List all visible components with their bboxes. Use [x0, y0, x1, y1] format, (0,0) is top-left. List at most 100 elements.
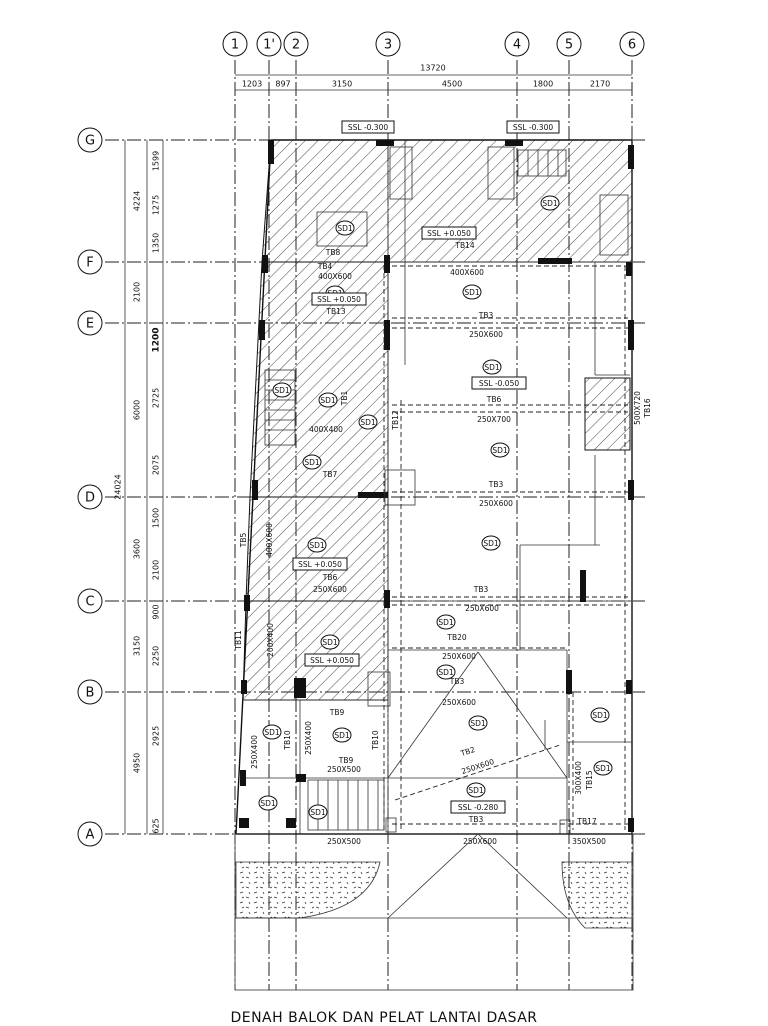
grid-row-label: A	[86, 828, 95, 843]
slab-tag: SD1	[272, 382, 292, 398]
svg-text:SD1: SD1	[310, 808, 326, 817]
slab-tag: SD1	[258, 795, 278, 811]
svg-text:SD1: SD1	[595, 764, 611, 773]
sub-spacing: 2725	[152, 388, 161, 408]
beam-name: TB20	[446, 633, 466, 642]
svg-text:SD1: SD1	[264, 728, 280, 737]
row-spacing: 4224	[133, 191, 142, 211]
slab-tag: SD1	[481, 535, 501, 551]
level-tag: SSL +0.050	[304, 653, 360, 667]
top-dimensions: 13720 1203 897 3150 4500 1800 2170	[235, 64, 632, 91]
grid-col-label: 1'	[263, 38, 275, 53]
grid-col-label: 2	[292, 38, 300, 53]
beam-size: 500X720	[633, 391, 642, 425]
slab-tag: SD1	[332, 727, 352, 743]
beam-names: TB14 TB8 TB4 TB13 TB3 TB6 TB3 TB3 TB20 T…	[234, 241, 652, 826]
slab-tag: SD1	[262, 724, 282, 740]
ground-fill	[235, 861, 633, 929]
slab-tag: SD1	[462, 284, 482, 300]
level-tag: SSL +0.050	[292, 557, 348, 571]
beam-name: TB9	[329, 708, 345, 717]
sub-spacing: 1500	[152, 508, 161, 528]
svg-text:SSL +0.050: SSL +0.050	[317, 295, 361, 304]
grid-col-label: 6	[628, 38, 636, 53]
sub-spacing: 2925	[152, 726, 161, 746]
svg-text:SD1: SD1	[464, 288, 480, 297]
level-tag: SSL +0.050	[311, 292, 367, 306]
beam-size: 400X600	[265, 523, 274, 557]
slab-tag: SD1	[307, 537, 327, 553]
beam-name: TB15	[585, 770, 594, 790]
sub-spacing: 1200	[152, 327, 162, 352]
svg-text:SD1: SD1	[304, 458, 320, 467]
sub-spacing: 2075	[152, 455, 161, 475]
svg-text:SD1: SD1	[438, 618, 454, 627]
svg-text:SD1: SD1	[274, 386, 290, 395]
svg-text:SSL -0.050: SSL -0.050	[479, 379, 519, 388]
svg-text:SD1: SD1	[438, 668, 454, 677]
beam-name: TB9	[338, 756, 354, 765]
svg-text:SD1: SD1	[334, 731, 350, 740]
svg-text:SD1: SD1	[484, 363, 500, 372]
svg-text:SD1: SD1	[360, 418, 376, 427]
sub-spacing: 1350	[152, 233, 161, 253]
beam-name: TB3	[468, 815, 484, 824]
drawing-title: DENAH BALOK DAN PELAT LANTAI DASAR	[230, 1010, 538, 1026]
beam-name: TB3	[488, 480, 504, 489]
slab-tag: SD1	[335, 220, 355, 236]
grid-col-label: 5	[565, 38, 573, 53]
beam-size: 250X400	[304, 721, 313, 755]
grid-row-label: E	[86, 317, 94, 332]
beam-size: 250X500	[327, 837, 361, 846]
sub-spacing: 900	[152, 604, 161, 619]
beam-name: TB1	[340, 391, 349, 407]
level-tags: SSL -0.300 SSL -0.300 SSL +0.050 SSL +0.…	[292, 120, 560, 814]
row-spacing: 6000	[133, 400, 142, 420]
column-spacing: 1800	[533, 80, 553, 89]
beam-size: 250X700	[477, 415, 511, 424]
level-tag: SSL -0.280	[450, 800, 506, 814]
grid-row-label: D	[85, 491, 95, 506]
sub-spacing: 1275	[152, 195, 161, 215]
svg-text:SSL +0.050: SSL +0.050	[310, 656, 354, 665]
grid-col-label: 4	[513, 38, 521, 53]
sub-spacing: 2250	[152, 646, 161, 666]
svg-text:SD1: SD1	[322, 638, 338, 647]
beam-name: TB3	[473, 585, 489, 594]
slab-tag: SD1	[320, 634, 340, 650]
svg-text:SD1: SD1	[320, 396, 336, 405]
beam-name: TB7	[322, 470, 338, 479]
row-spacing: 4950	[133, 753, 142, 773]
beam-size: 400X400	[309, 425, 343, 434]
beam-name: TB6	[486, 395, 502, 404]
svg-text:SSL -0.300: SSL -0.300	[513, 123, 553, 132]
slab-tag: SD1	[482, 359, 502, 375]
row-spacing: 3600	[133, 539, 142, 559]
slab-tag: SD1	[468, 715, 488, 731]
sub-spacing: 1599	[152, 151, 161, 171]
grid-row-label: B	[86, 686, 95, 701]
beam-size: 350X500	[572, 837, 606, 846]
beam-size: 250X400	[250, 735, 259, 769]
grid-col-label: 3	[384, 38, 392, 53]
slab-tag: SD1	[490, 442, 510, 458]
beam-name: TB6	[322, 573, 338, 582]
slab-tag: SD1	[302, 454, 322, 470]
beam-name: TB8	[325, 248, 341, 257]
grid-row-label: G	[85, 134, 95, 149]
slab-tag: SD1	[358, 414, 378, 430]
level-tag: SSL +0.050	[421, 226, 477, 240]
row-spacing: 3150	[133, 636, 142, 656]
beam-size: 400X600	[318, 272, 352, 281]
beam-size: 250X600	[469, 330, 503, 339]
slab-tag: SD1	[436, 614, 456, 630]
level-tag: SSL -0.050	[471, 376, 527, 390]
hatched-slabs	[242, 139, 633, 701]
slab-labels: SD1 SD1 SD1 SD1 SD1 SD1 SD1 SD1 SD1 SD1 …	[258, 195, 613, 820]
slab-tag: SD1	[318, 392, 338, 408]
beam-name: TB11	[234, 630, 243, 650]
slab-tag: SD1	[466, 782, 486, 798]
level-tag: SSL -0.300	[341, 120, 395, 134]
beam-name: TB14	[454, 241, 474, 250]
